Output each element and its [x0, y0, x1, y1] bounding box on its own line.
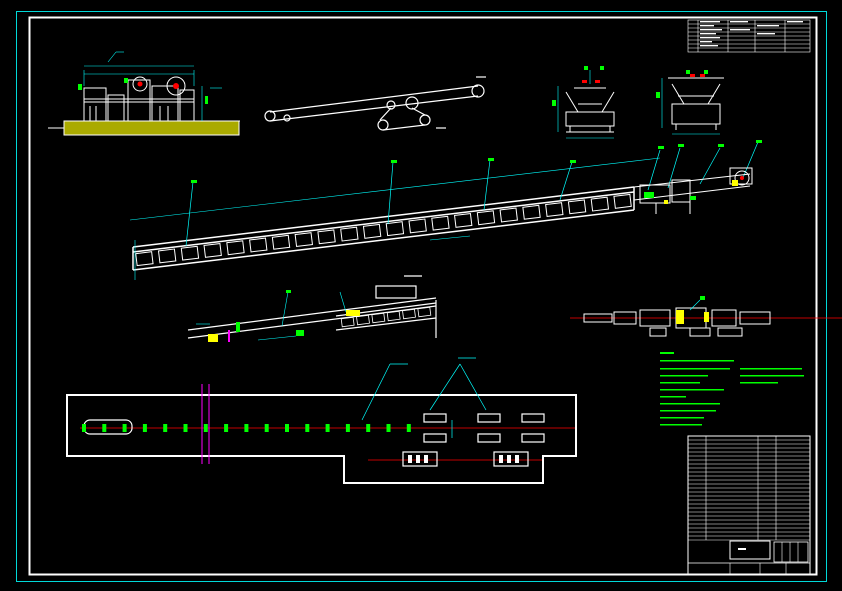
footing-marker	[203, 424, 208, 432]
footing-marker	[224, 424, 229, 432]
footing-marker	[163, 424, 168, 432]
foundation-plan	[66, 357, 577, 484]
footing-marker	[142, 424, 147, 432]
footing-marker	[345, 424, 350, 432]
head-end	[633, 167, 753, 214]
truss-opening	[317, 229, 336, 245]
idler-section-b	[656, 70, 724, 135]
detail-opening	[386, 310, 401, 322]
revision-table	[687, 19, 811, 53]
truss-opening	[362, 223, 382, 239]
inner-border	[28, 16, 818, 576]
title-block	[687, 435, 811, 575]
detail-opening	[417, 306, 432, 318]
footing-marker	[122, 424, 127, 432]
footing-marker	[102, 424, 107, 432]
foundation-fill	[64, 121, 239, 135]
truss-opening	[271, 234, 291, 250]
drive-plan-view	[570, 296, 842, 337]
detail-opening	[340, 316, 355, 328]
truss-opening	[545, 202, 564, 218]
footing-marker	[285, 424, 289, 432]
idler-section-a	[552, 66, 615, 139]
footing-marker	[366, 424, 371, 432]
footing-marker	[305, 424, 310, 432]
truss-opening	[499, 207, 518, 223]
detail-opening	[356, 314, 370, 326]
truss-opening	[522, 204, 541, 220]
footing-marker	[325, 424, 330, 432]
leader-tags	[191, 140, 762, 183]
outer-frame	[16, 11, 827, 582]
truss-opening	[408, 218, 427, 234]
footing-marker	[386, 424, 391, 432]
truss-opening	[340, 226, 359, 242]
truss-opening	[613, 193, 632, 209]
truss-opening	[294, 232, 314, 248]
truss-opening	[590, 196, 610, 212]
tail-section-detail	[187, 275, 437, 342]
belt-path-schematic	[264, 76, 486, 131]
detail-opening	[402, 308, 416, 320]
truss-opening	[567, 199, 587, 215]
footing-marker	[244, 424, 249, 432]
truss-opening	[135, 251, 154, 267]
truss-opening	[476, 210, 496, 226]
leader-lines	[185, 141, 759, 247]
footing-marker	[183, 424, 188, 432]
footing-marker	[406, 424, 411, 432]
main-conveyor-truss	[129, 140, 762, 280]
drive-station-elevation	[48, 51, 240, 136]
truss-opening	[203, 242, 222, 258]
detail-opening	[371, 312, 386, 324]
footing-marker	[264, 424, 269, 432]
revision-table-marks	[700, 21, 803, 47]
truss-opening	[226, 240, 245, 256]
truss-opening	[249, 237, 268, 253]
truss-opening	[180, 245, 200, 261]
footing-marker	[82, 424, 86, 432]
technical-notes	[660, 352, 804, 426]
truss-opening	[157, 248, 177, 264]
truss-opening	[431, 215, 450, 231]
truss-opening	[385, 221, 405, 237]
truss-opening	[453, 212, 473, 228]
